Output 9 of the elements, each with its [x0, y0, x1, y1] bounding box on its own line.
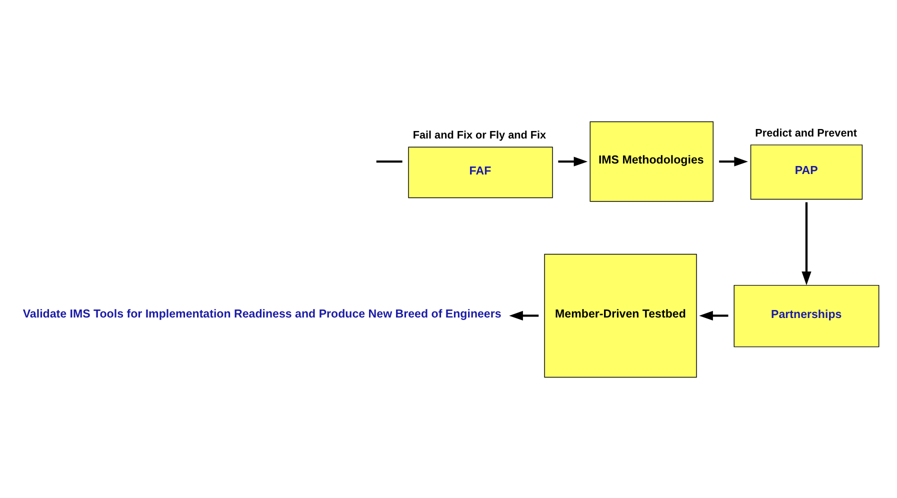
arrow	[802, 202, 812, 285]
connector	[376, 160, 402, 162]
node-label: Fail and Fix or Fly and Fix	[412, 128, 546, 141]
arrow	[558, 156, 588, 166]
arrow	[699, 310, 728, 320]
node-label: Predict and Prevent	[755, 126, 857, 139]
arrow	[509, 310, 539, 320]
arrow	[719, 156, 748, 166]
node-text: Validate IMS Tools for Implementation Readiness and Produce New Breed of Engineers	[22, 308, 502, 320]
